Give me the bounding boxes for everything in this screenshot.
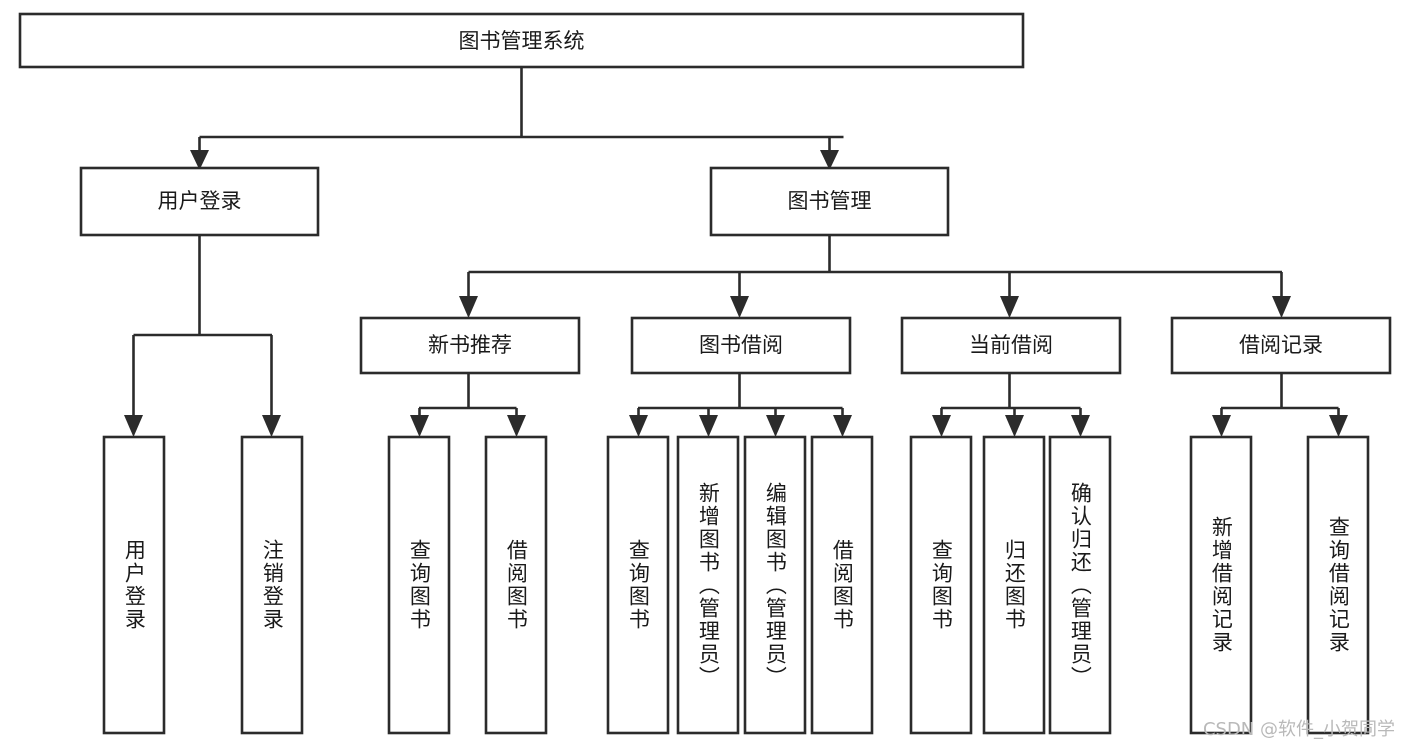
node-box-leaf-add-record[interactable] [1189, 435, 1253, 735]
arrowhead-leaf-add-book [699, 415, 718, 437]
connector-group-user-login [124, 235, 281, 437]
node-label-new-book-recommend: 新书推荐 [428, 333, 512, 357]
arrowhead-borrow-record [1272, 296, 1291, 318]
node-box-user-login[interactable] [79, 166, 320, 237]
arrowhead-new-book-recommend [459, 296, 478, 318]
arrowhead-leaf-user-login [124, 415, 143, 437]
arrowhead-leaf-borrow-book-1 [507, 415, 526, 437]
arrowhead-book-manage [820, 150, 839, 170]
arrowhead-leaf-edit-book [766, 415, 785, 437]
node-box-root[interactable] [18, 12, 1025, 69]
arrowhead-book-borrow [730, 296, 749, 318]
arrowhead-leaf-query-book-2 [629, 415, 648, 437]
watermark-text: CSDN @软件_小贺同学 [1202, 719, 1395, 740]
node-label-current-borrow: 当前借阅 [969, 333, 1053, 357]
arrowhead-user-login [190, 150, 209, 170]
node-box-borrow-record[interactable] [1170, 316, 1392, 375]
arrowhead-current-borrow [1000, 296, 1019, 318]
node-box-leaf-logout[interactable] [240, 435, 304, 735]
node-box-leaf-edit-book[interactable] [743, 435, 807, 735]
connector-group-root [190, 67, 844, 170]
connector-group-book-borrow [629, 373, 852, 437]
node-box-leaf-query-book-1[interactable] [387, 435, 451, 735]
arrowhead-leaf-add-record [1212, 415, 1231, 437]
arrowhead-leaf-return-book [1005, 415, 1024, 437]
connector-group-book-manage [459, 235, 1291, 318]
node-label-borrow-record: 借阅记录 [1239, 333, 1323, 357]
node-box-book-borrow[interactable] [630, 316, 852, 375]
arrowhead-leaf-logout [262, 415, 281, 437]
node-box-leaf-return-book[interactable] [982, 435, 1046, 735]
arrowhead-leaf-query-record [1329, 415, 1348, 437]
node-label-user-login: 用户登录 [158, 189, 242, 213]
node-box-leaf-query-book-2[interactable] [606, 435, 670, 735]
node-box-leaf-add-book[interactable] [676, 435, 740, 735]
node-box-current-borrow[interactable] [900, 316, 1122, 375]
node-box-leaf-borrow-book-2[interactable] [810, 435, 874, 735]
connector-group-new-book-recommend [410, 373, 526, 437]
node-box-leaf-query-record[interactable] [1306, 435, 1370, 735]
arrowhead-leaf-query-book-3 [932, 415, 951, 437]
connector-group-borrow-record [1212, 373, 1348, 437]
node-box-leaf-user-login[interactable] [102, 435, 166, 735]
node-label-book-borrow: 图书借阅 [699, 333, 783, 357]
node-box-leaf-query-book-3[interactable] [909, 435, 973, 735]
node-label-book-manage: 图书管理 [788, 189, 872, 213]
connector-group-current-borrow [932, 373, 1090, 437]
arrowhead-leaf-confirm-return [1071, 415, 1090, 437]
node-box-leaf-confirm-return[interactable] [1048, 435, 1112, 735]
node-label-root: 图书管理系统 [459, 29, 585, 53]
arrowhead-leaf-borrow-book-2 [833, 415, 852, 437]
node-box-leaf-borrow-book-1[interactable] [484, 435, 548, 735]
node-box-book-manage[interactable] [709, 166, 950, 237]
arrowhead-leaf-query-book-1 [410, 415, 429, 437]
node-box-new-book-recommend[interactable] [359, 316, 581, 375]
